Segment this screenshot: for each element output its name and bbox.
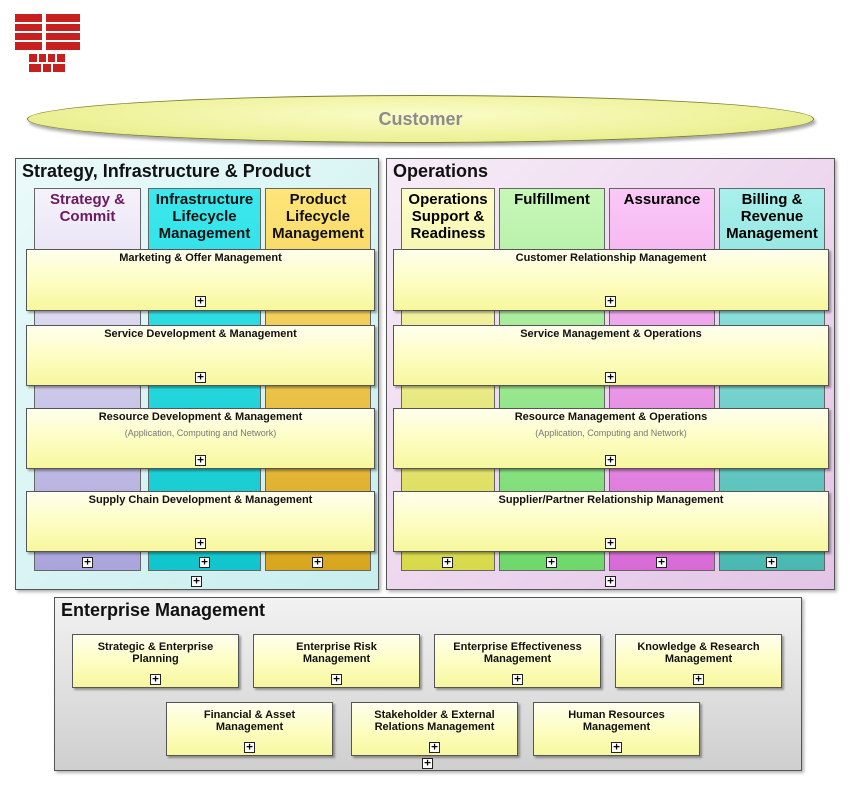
column-label-line: Fulfillment — [514, 191, 590, 208]
customer-ellipse[interactable]: Customer — [27, 95, 814, 143]
process-title-line: Strategic & Enterprise — [97, 641, 214, 653]
process-title: Supply Chain Development & Management — [88, 494, 313, 506]
expand-icon[interactable]: + — [766, 556, 777, 568]
expand-icon[interactable]: + — [693, 673, 704, 685]
process-subtitle: (Application, Computing and Network) — [535, 428, 687, 438]
process-title-line: Management — [215, 721, 284, 733]
process-subtitle: (Application, Computing and Network) — [124, 428, 277, 438]
expand-icon[interactable]: + — [195, 537, 206, 549]
expand-icon[interactable]: + — [195, 454, 206, 466]
process-title: Service Development & Management — [104, 328, 297, 340]
expand-icon[interactable]: + — [605, 537, 616, 549]
expand-icon[interactable]: + — [195, 295, 206, 307]
expand-icon[interactable]: + — [82, 556, 93, 568]
expand-icon[interactable]: + — [605, 295, 616, 307]
column-label-line: Management — [158, 225, 251, 242]
expand-icon[interactable]: + — [150, 673, 161, 685]
process-title-line: Enterprise Risk Management — [296, 641, 377, 665]
process-title-line: Management — [483, 653, 552, 665]
column-label-line: Revenue — [740, 208, 804, 225]
process-title-line: Management — [664, 653, 733, 665]
column-label-line: Product — [289, 191, 347, 208]
expand-icon[interactable]: + — [611, 741, 622, 753]
column-label-line: Readiness — [410, 225, 486, 242]
expand-icon[interactable]: + — [605, 371, 616, 383]
process-marketing-offer-management[interactable]: Marketing & Offer Management — [26, 249, 375, 311]
process-title: Service Management & Operations — [520, 328, 702, 340]
expand-icon[interactable]: + — [331, 673, 342, 685]
process-title: Customer Relationship Management — [515, 252, 707, 264]
expand-icon[interactable]: + — [312, 556, 323, 568]
column-label-line: Management — [272, 225, 364, 242]
process-title: Supplier/Partner Relationship Management — [498, 494, 724, 506]
customer-label: Customer — [378, 108, 463, 129]
expand-icon[interactable]: + — [199, 556, 210, 568]
column-label-line: Management — [726, 225, 818, 242]
expand-icon[interactable]: + — [605, 575, 616, 587]
expand-icon[interactable]: + — [605, 454, 616, 466]
expand-icon[interactable]: + — [191, 575, 202, 587]
column-label-line: Support & — [411, 208, 485, 225]
column-label-line: Strategy & — [49, 191, 126, 208]
process-title: Resource Development & Management — [98, 411, 303, 423]
column-label-line: Operations — [408, 191, 488, 208]
process-title-line: Knowledge & Research — [637, 641, 760, 653]
column-label-line: Billing & — [741, 191, 803, 208]
expand-icon[interactable]: + — [429, 741, 440, 753]
process-title-line: Planning — [132, 653, 179, 665]
process-title-line: Relations Management — [374, 721, 495, 733]
column-label-line: Lifecycle — [285, 208, 351, 225]
expand-icon[interactable]: + — [546, 556, 557, 568]
column-label-line: Assurance — [623, 191, 701, 208]
expand-icon[interactable]: + — [656, 556, 667, 568]
column-label-line: Commit — [59, 208, 116, 225]
column-label-line: Infrastructure — [155, 191, 254, 208]
process-title-line: Financial & Asset — [203, 709, 296, 721]
logo — [15, 14, 81, 76]
column-label-line: Lifecycle — [172, 208, 237, 225]
process-title: Resource Management & Operations — [514, 411, 708, 423]
expand-icon[interactable]: + — [512, 673, 523, 685]
expand-icon[interactable]: + — [244, 741, 255, 753]
expand-icon[interactable]: + — [422, 757, 433, 769]
process-resource-development-management[interactable]: Resource Development & Management (Appli… — [26, 408, 375, 469]
group-title: Operations — [393, 161, 489, 181]
process-title-line: Stakeholder & External — [374, 709, 495, 721]
process-title-line: Management — [582, 721, 651, 733]
expand-icon[interactable]: + — [195, 371, 206, 383]
process-title: Marketing & Offer Management — [119, 252, 282, 264]
group-title: Enterprise Management — [61, 600, 266, 620]
process-title-line: Enterprise Effectiveness — [453, 641, 582, 653]
process-title-line: Human Resources — [568, 709, 665, 721]
group-title: Strategy, Infrastructure & Product — [22, 161, 311, 181]
expand-icon[interactable]: + — [442, 556, 453, 568]
